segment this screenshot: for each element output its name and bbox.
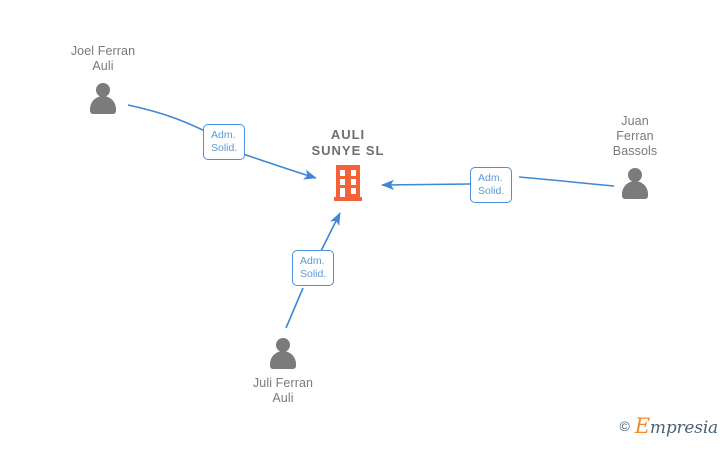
person-icon — [615, 167, 655, 199]
edge-joel-to-company — [127, 104, 208, 133]
person-head — [276, 338, 290, 352]
person-label-joel: Joel Ferran Auli — [70, 44, 136, 73]
building-window — [340, 170, 345, 176]
building-window — [351, 170, 356, 176]
person-node-juan[interactable]: Juan Ferran Bassols — [565, 114, 705, 199]
building-window — [340, 179, 345, 185]
person-node-juli[interactable]: Juli Ferran Auli — [213, 337, 353, 406]
person-body — [270, 351, 296, 369]
edge-joel-to-company-tail — [242, 153, 317, 180]
building-window — [351, 179, 356, 185]
person-head — [96, 83, 110, 97]
edge-juan-to-company-tail — [381, 179, 471, 190]
person-body — [622, 181, 648, 199]
person-label-juan: Juan Ferran Bassols — [612, 114, 658, 158]
brand-logo: Empresia — [635, 414, 718, 438]
edge-juli-to-company-tail — [320, 212, 341, 252]
person-label-juli: Juli Ferran Auli — [252, 376, 314, 405]
watermark: © Empresia — [619, 414, 718, 438]
building-icon — [334, 165, 362, 201]
relation-label-juli[interactable]: Adm. Solid. — [292, 250, 335, 286]
person-icon — [263, 337, 303, 369]
edge-juan-to-company — [518, 176, 615, 187]
person-node-joel[interactable]: Joel Ferran Auli — [33, 44, 173, 114]
company-name: AULI SUNYE SL — [311, 127, 385, 158]
relation-label-juan[interactable]: Adm. Solid. — [470, 167, 513, 203]
building-window — [351, 188, 356, 194]
copyright-symbol: © — [619, 418, 630, 434]
person-icon — [83, 82, 123, 114]
company-node[interactable]: AULI SUNYE SL — [268, 127, 428, 201]
person-head — [628, 168, 642, 182]
person-body — [90, 96, 116, 114]
brand-rest: mpresia — [649, 418, 718, 438]
building-door — [340, 188, 345, 197]
brand-initial: E — [634, 414, 650, 438]
edge-juli-to-company — [285, 287, 304, 329]
building-base — [334, 197, 362, 201]
relation-label-joel[interactable]: Adm. Solid. — [203, 124, 246, 160]
